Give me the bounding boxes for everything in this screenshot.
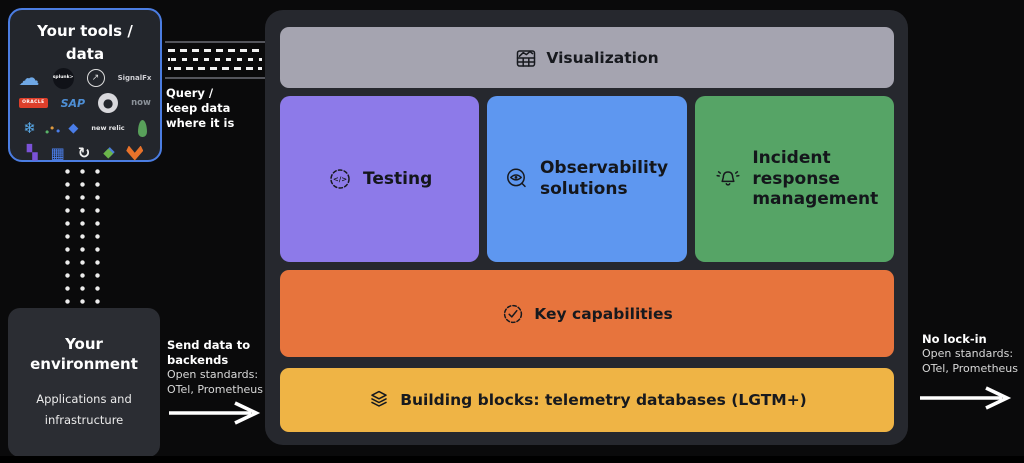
environment-box: Your environment Applications and infras… [8, 308, 160, 457]
logo-row-4: ▚ ▦ ↻ ◆ [10, 141, 160, 165]
query-flow-dashes [165, 41, 265, 79]
splunk-logo-icon: splunk> [52, 67, 74, 89]
solution-cards-row: </> Testing Observability solutions [280, 96, 894, 262]
dash-row [168, 58, 262, 61]
tools-box-title: Your tools / data [10, 20, 160, 65]
observability-label: Observability solutions [539, 158, 669, 199]
visualization-bar: Visualization [280, 27, 894, 88]
bottom-strip [0, 456, 1024, 463]
salesforce-logo-icon: ☁ [18, 65, 40, 90]
dotted-connector [80, 169, 85, 307]
environment-subtitle: Applications and infrastructure [36, 391, 132, 428]
band-line-top [165, 41, 265, 43]
no-lockin-bold: No lock-in [922, 332, 987, 346]
layers-icon [371, 390, 387, 407]
testing-label: Testing [363, 168, 433, 189]
incident-label: Incident response management [752, 147, 879, 210]
tools-title-line1: Your tools / [37, 22, 133, 40]
no-lockin-line3: OTel, Prometheus [922, 361, 1019, 375]
send-data-line2: Open standards: [167, 368, 259, 382]
no-lockin-line2: Open standards: [922, 347, 1014, 361]
observability-card: Observability solutions [487, 96, 687, 262]
grid-logo-icon: ▦ [50, 143, 65, 162]
chart-table-icon [517, 49, 536, 67]
no-lockin-arrow-icon [920, 386, 1012, 410]
dash-row [168, 49, 262, 52]
query-label-line3: where it is [166, 116, 235, 131]
building-blocks-bar: Building blocks: telemetry databases (LG… [280, 368, 894, 432]
stack-container: Visualization </> Testing Observability … [265, 10, 908, 445]
environment-title: Your environment [30, 335, 138, 374]
send-data-arrow-icon [169, 401, 261, 425]
signalfx-logo-icon: SignalFx [117, 73, 152, 82]
query-label-line1: Query / [166, 86, 214, 100]
dots-cluster-logo-icon: • [48, 121, 56, 135]
sap-logo-icon: SAP [60, 96, 86, 110]
band-line-bottom [165, 77, 265, 79]
gauge-logo-icon: ↗ [86, 69, 105, 87]
cube-logo-icon: ◆ [103, 145, 114, 161]
alert-bell-icon [716, 171, 740, 186]
no-lockin-label: No lock-in Open standards: OTel, Prometh… [922, 332, 1022, 376]
key-capabilities-bar: Key capabilities [280, 270, 894, 357]
key-capabilities-label: Key capabilities [534, 304, 673, 323]
query-flow-label: Query / keep data where it is [166, 86, 264, 132]
query-label-line2: keep data [166, 101, 231, 116]
dash-row [168, 67, 262, 70]
logo-row-3: ❄ • ◆ new relic [10, 116, 160, 140]
swirl-logo-icon: ↻ [77, 143, 91, 162]
svg-text:</>: </> [333, 175, 347, 183]
snowflake-logo-icon: ❄ [23, 118, 36, 137]
logo-row-2: ORACLE SAP ● now [10, 91, 160, 115]
send-data-line3: OTel, Prometheus [167, 382, 264, 396]
gitlab-fox-logo-icon [126, 145, 144, 161]
gear-code-icon: </> [330, 169, 350, 189]
send-data-label: Send data to backends Open standards: OT… [167, 338, 273, 397]
logo-row-1: ☁ splunk> ↗ SignalFx [10, 66, 160, 90]
testing-card: </> Testing [280, 96, 480, 262]
tools-data-box: Your tools / data ☁ splunk> ↗ SignalFx O… [8, 8, 162, 162]
newrelic-logo-icon: new relic [91, 123, 125, 132]
building-blocks-label: Building blocks: telemetry databases (LG… [400, 391, 807, 409]
visualization-label: Visualization [546, 48, 659, 67]
jira-logo-icon: ◆ [68, 120, 79, 136]
pixel-character-logo-icon: ▚ [26, 145, 38, 161]
servicenow-logo-icon: now [131, 97, 151, 108]
tools-title-line2: data [65, 44, 105, 63]
mongodb-leaf-logo-icon [137, 119, 147, 137]
eye-search-icon [507, 168, 526, 188]
dotted-connector [65, 169, 70, 307]
github-logo-icon: ● [98, 93, 119, 113]
send-data-bold: Send data to backends [167, 338, 251, 368]
incident-card: Incident response management [694, 96, 894, 262]
verified-check-icon [504, 304, 523, 323]
dotted-connector [95, 169, 100, 307]
oracle-logo-icon: ORACLE [19, 97, 48, 109]
